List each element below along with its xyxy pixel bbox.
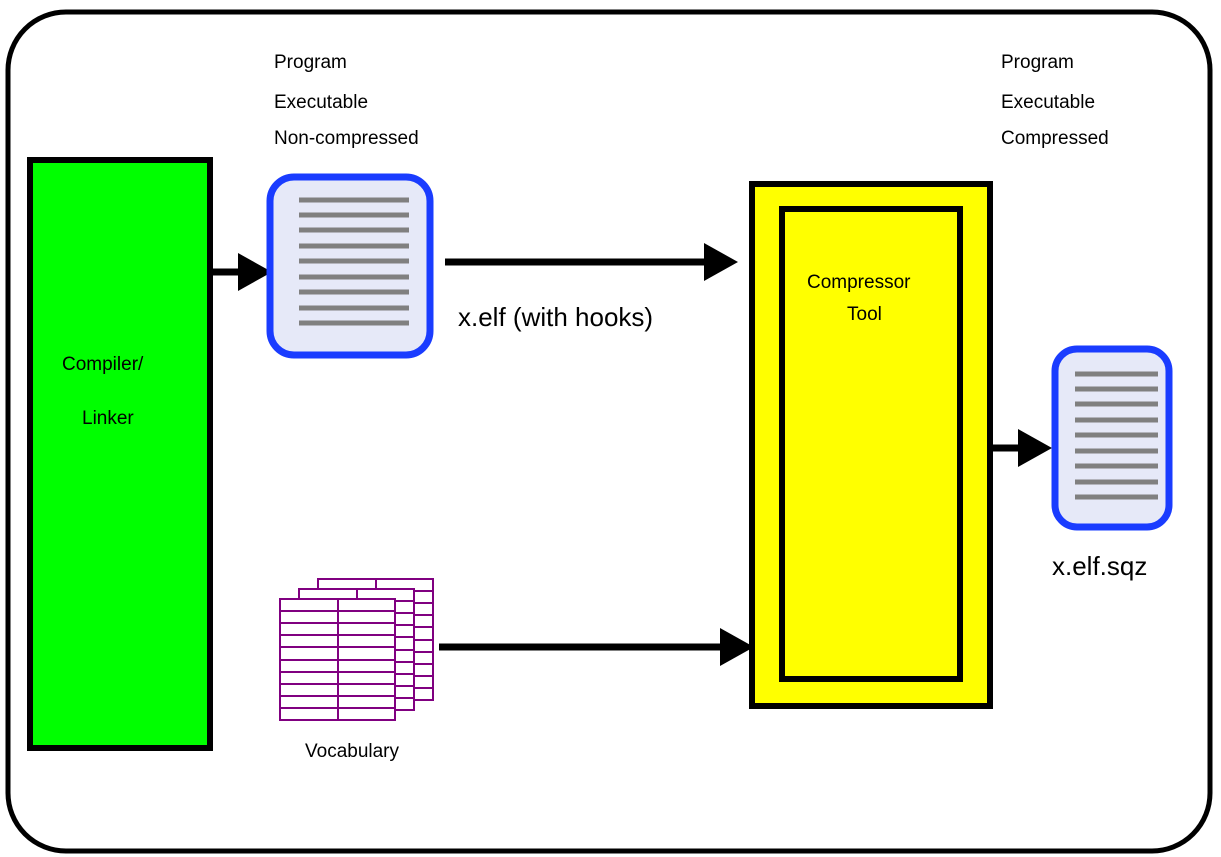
compressor-label-line1: Compressor <box>807 272 911 293</box>
output-file-icon <box>1051 345 1173 531</box>
compressor-label-line2: Tool <box>847 304 882 325</box>
input-file-heading-2: Executable <box>274 92 369 113</box>
vocabulary-label: Vocabulary <box>305 741 400 762</box>
compiler-label-line2: Linker <box>82 408 134 429</box>
output-file-name: x.elf.sqz <box>1052 551 1148 581</box>
compiler-linker-box <box>27 157 213 751</box>
arrow-compressor-to-output <box>990 429 1052 467</box>
input-file-heading-3: Non-compressed <box>274 128 419 149</box>
arrow-vocabulary-to-compressor <box>439 628 754 666</box>
arrow-compiler-to-file <box>210 253 272 291</box>
output-file-heading-2: Executable <box>1001 92 1096 113</box>
vocabulary-icon <box>279 578 434 721</box>
arrow-file-to-compressor <box>445 243 738 281</box>
input-file-heading-1: Program <box>274 52 347 73</box>
compressor-tool-box <box>749 181 993 709</box>
input-file-name: x.elf (with hooks) <box>458 302 654 332</box>
input-file-icon <box>266 173 434 359</box>
output-file-heading-3: Compressed <box>1001 128 1109 149</box>
output-file-heading-1: Program <box>1001 52 1074 73</box>
compiler-label-line1: Compiler/ <box>62 354 144 375</box>
